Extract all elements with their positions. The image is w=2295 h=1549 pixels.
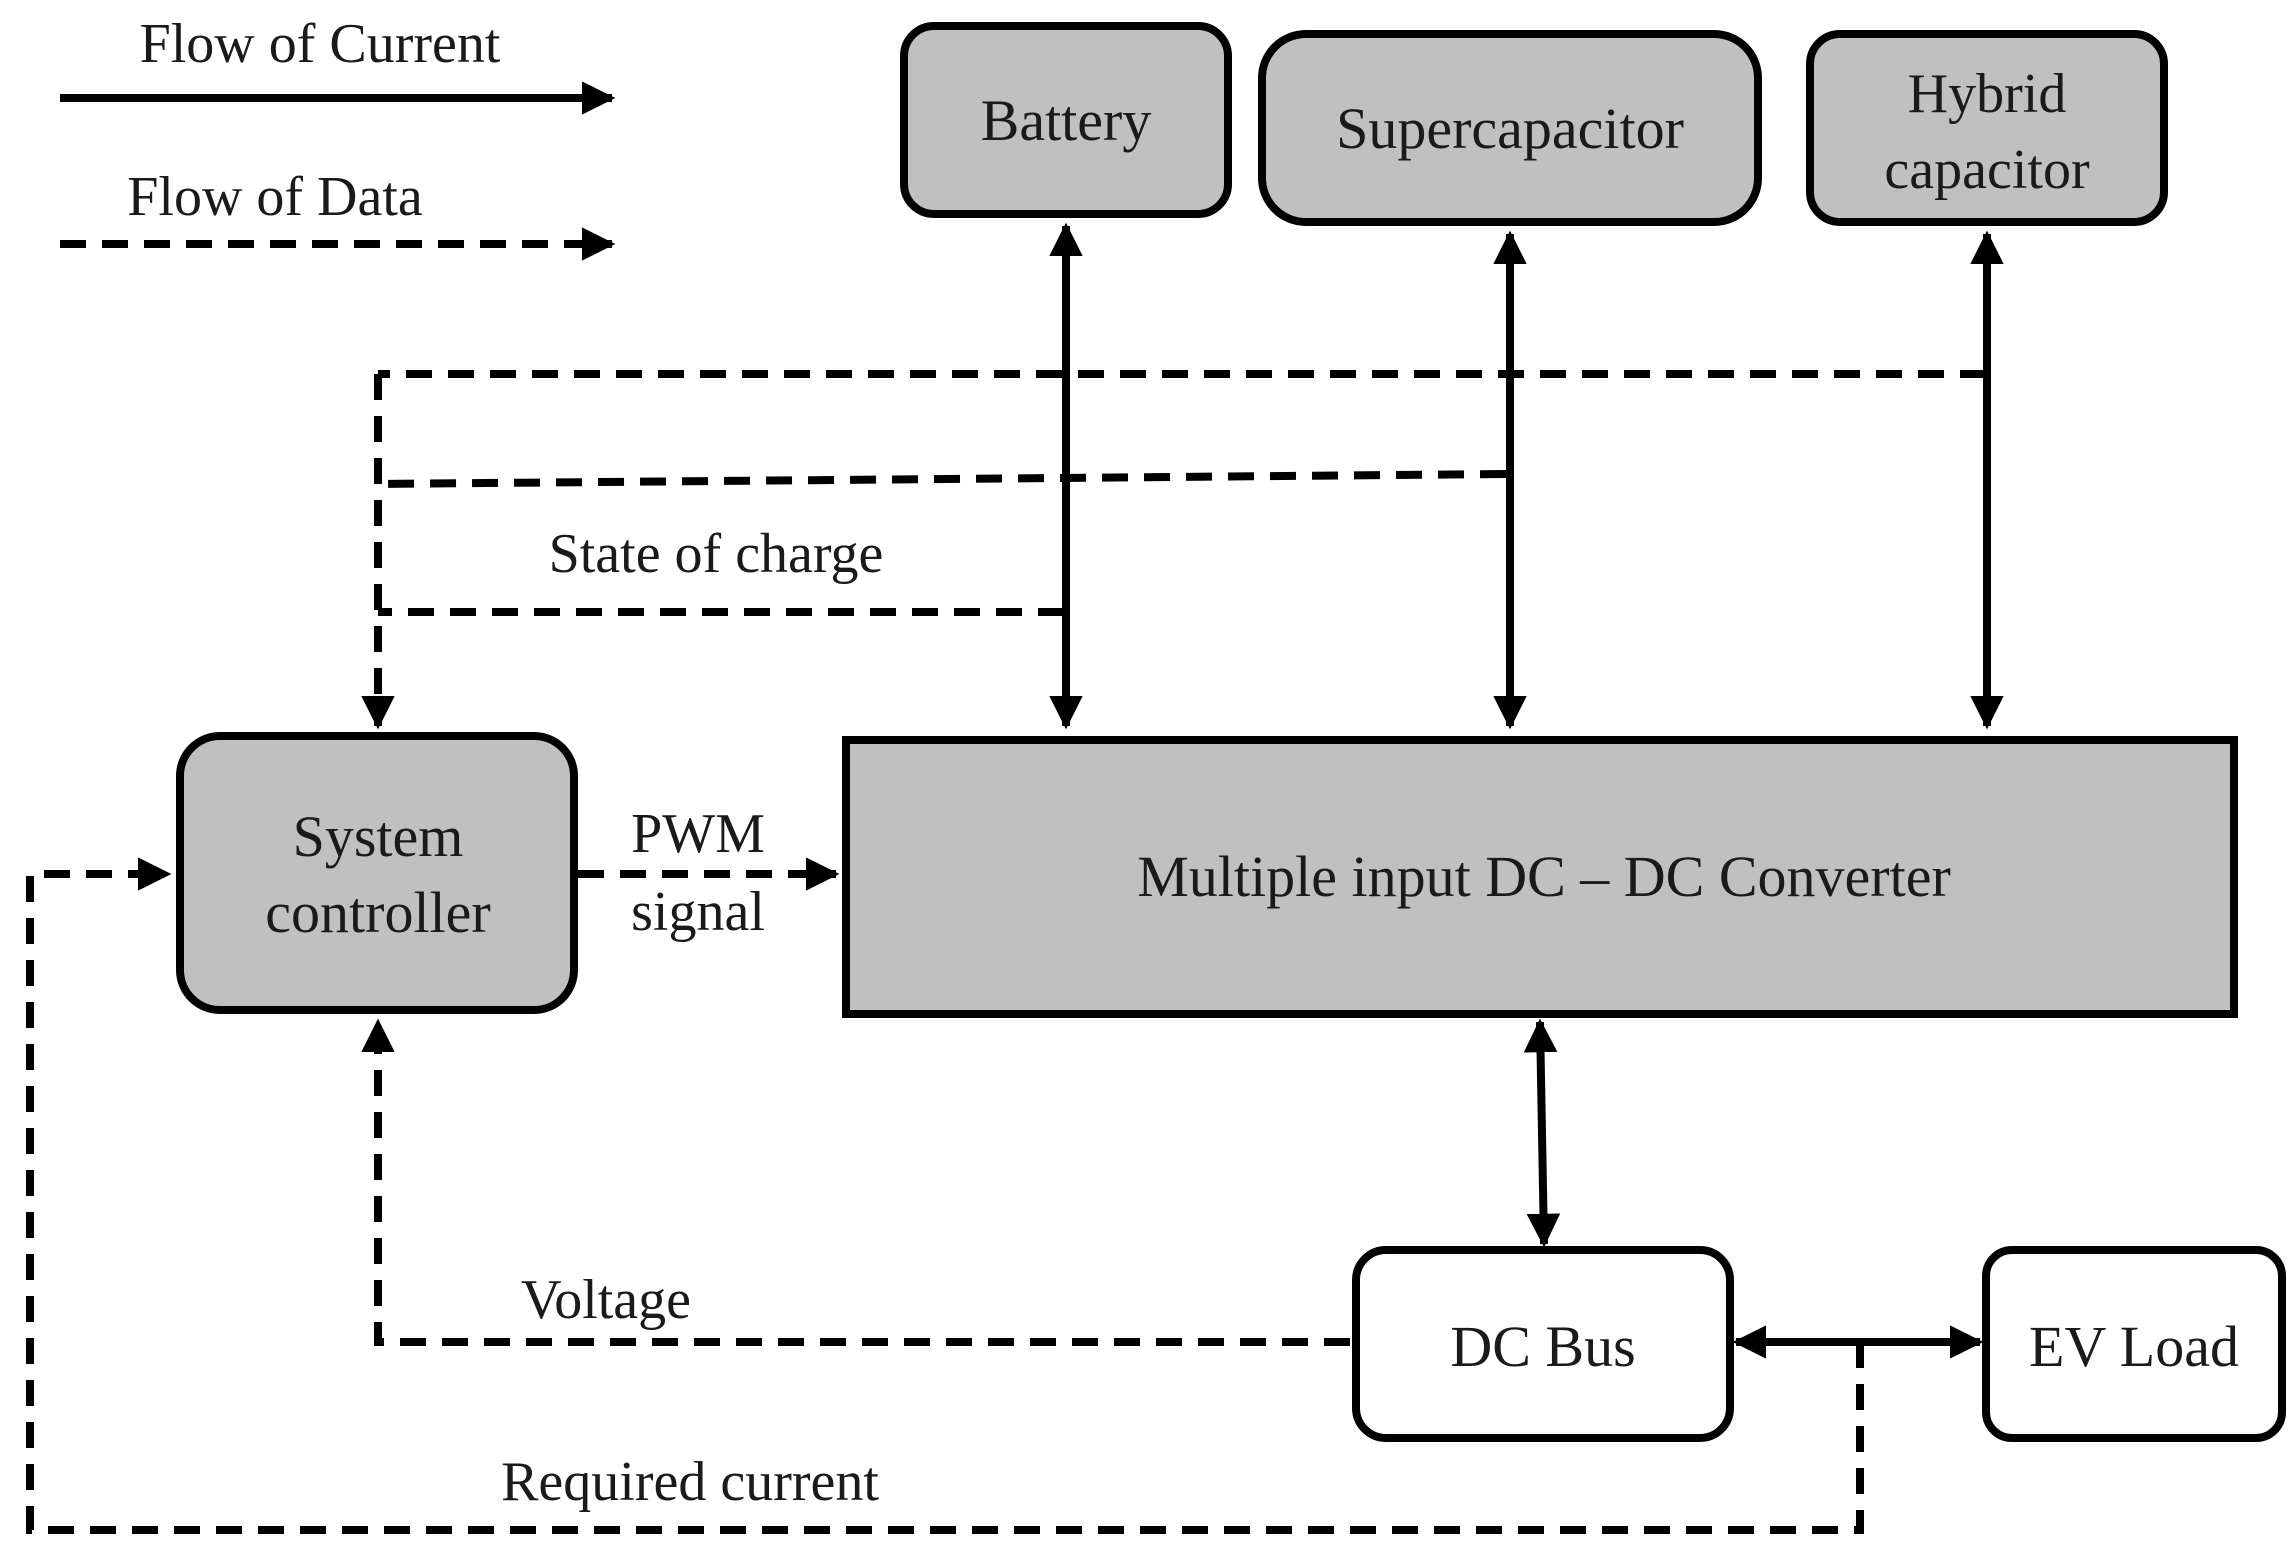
hybrid-label-line1: Hybrid xyxy=(1908,63,2067,125)
required-current-line xyxy=(26,857,1864,1534)
system-controller-block: System controller xyxy=(176,732,578,1014)
state-of-charge-label: State of charge xyxy=(549,523,884,585)
supercapacitor-block: Supercapacitor xyxy=(1258,30,1762,226)
dc-bus-block: DC Bus xyxy=(1352,1246,1734,1442)
controller-label-line2: controller xyxy=(265,880,490,945)
ev-load-label: EV Load xyxy=(2029,1314,2239,1379)
legend: Flow of Current Flow of Data xyxy=(60,13,616,261)
legend-current-label: Flow of Current xyxy=(140,13,501,75)
storage-current-arrows xyxy=(1049,222,2004,730)
hybrid-capacitor-block: Hybrid capacitor xyxy=(1806,30,2168,226)
state-of-charge-lines xyxy=(361,370,1986,730)
ev-load-block: EV Load xyxy=(1982,1246,2286,1442)
converter-dcbus-arrow xyxy=(1523,1018,1561,1248)
dc-dc-converter-block: Multiple input DC – DC Converter xyxy=(842,736,2238,1018)
pwm-label-line2: signal xyxy=(631,881,765,943)
voltage-label: Voltage xyxy=(521,1269,691,1331)
required-current-label: Required current xyxy=(501,1451,879,1513)
hybrid-label-line2: capacitor xyxy=(1884,139,2090,201)
legend-data-label: Flow of Data xyxy=(127,166,423,228)
battery-label: Battery xyxy=(981,88,1152,153)
converter-label: Multiple input DC – DC Converter xyxy=(1137,844,1951,909)
controller-label-line1: System xyxy=(293,804,464,869)
supercapacitor-label: Supercapacitor xyxy=(1336,96,1684,161)
pwm-label-line1: PWM xyxy=(631,803,765,865)
dc-bus-label: DC Bus xyxy=(1450,1314,1635,1379)
battery-block: Battery xyxy=(900,22,1232,218)
voltage-feedback-line xyxy=(361,1018,1350,1346)
